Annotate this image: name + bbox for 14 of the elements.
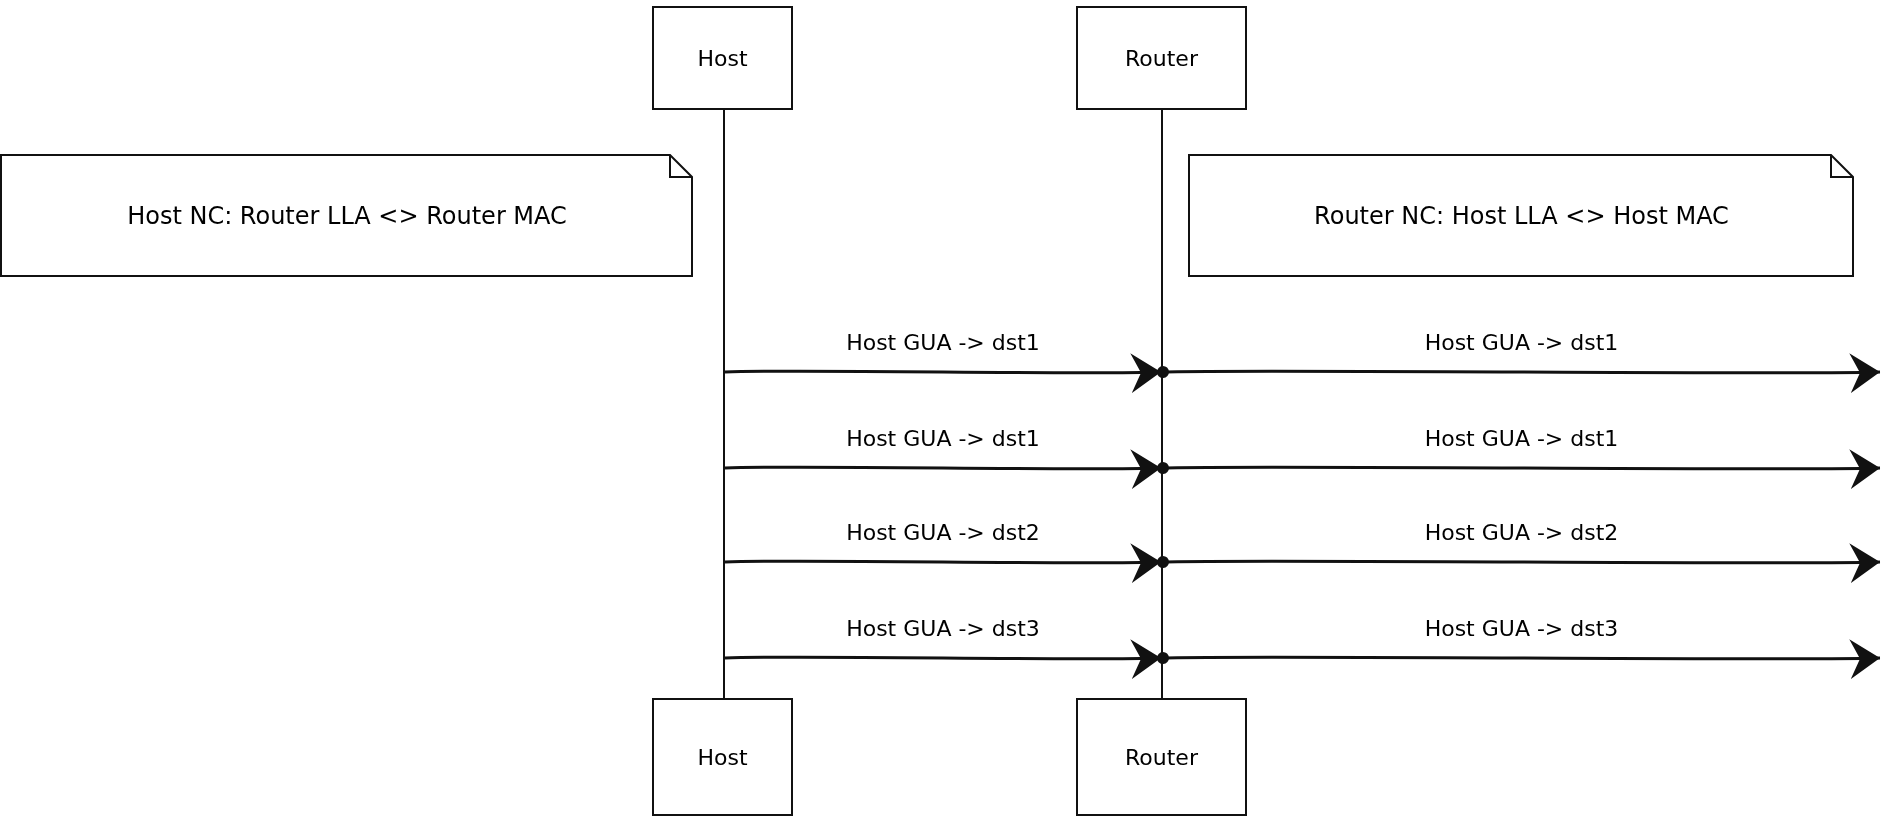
lifeline (1161, 110, 1163, 698)
participant-box: Host (652, 6, 793, 110)
message-arrow (1157, 448, 1881, 489)
participant-box: Router (1076, 698, 1247, 816)
message-arrow (1157, 352, 1881, 393)
note-text: Host NC: Router LLA <> Router MAC (127, 202, 567, 230)
participant-box: Host (652, 698, 793, 816)
note-text: Router NC: Host LLA <> Host MAC (1314, 202, 1729, 230)
message-arrow (1157, 542, 1881, 583)
lifeline (723, 110, 725, 698)
note (0, 154, 694, 278)
participant-box: Router (1076, 6, 1247, 110)
note (1188, 154, 1855, 278)
message-arrow (1157, 638, 1881, 679)
